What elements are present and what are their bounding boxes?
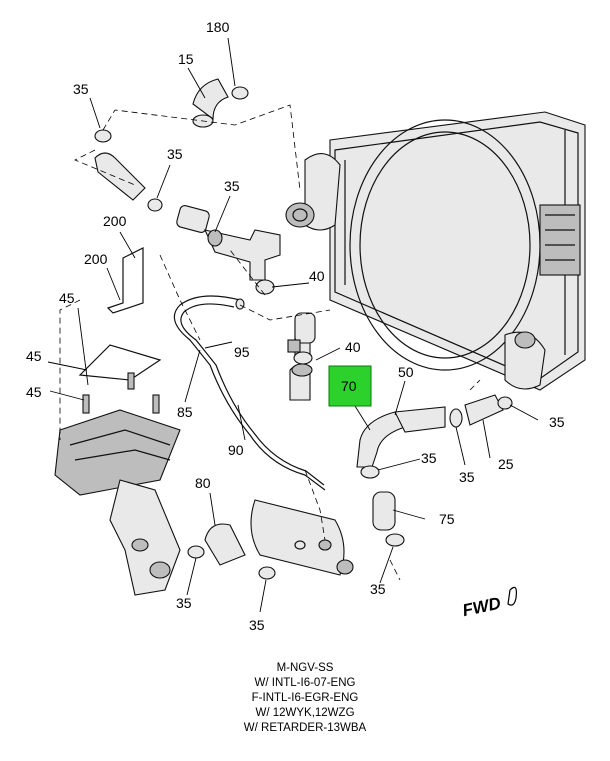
callouts: 180 15 35 35 35 200 200 40 45 45 45 95 4… <box>26 19 565 633</box>
callout-label: 85 <box>177 404 193 420</box>
fwd-label: FWD <box>461 594 503 621</box>
callout-label: 35 <box>459 469 475 485</box>
callout-label: 15 <box>178 51 194 67</box>
note-line: W/ 12WYK,12WZG <box>255 707 355 719</box>
callout-label: 200 <box>84 251 108 267</box>
engine-component <box>109 479 181 596</box>
callout-label: 40 <box>309 268 325 284</box>
callout-label: 95 <box>234 344 250 360</box>
callout-label: 40 <box>345 339 361 355</box>
callout-label: 75 <box>439 511 455 527</box>
fwd-arrow-icon <box>507 586 517 606</box>
callout-label: 35 <box>167 146 183 162</box>
callout-label: 35 <box>370 581 386 597</box>
callout-label: 35 <box>224 178 240 194</box>
highlight-box <box>328 365 372 407</box>
tank-assembly <box>187 499 354 580</box>
callout-label: 200 <box>103 213 127 229</box>
callout-label: 45 <box>26 384 42 400</box>
leader-lines <box>47 37 539 613</box>
bracket-assembly <box>54 247 181 496</box>
upper-hose-assembly <box>94 78 281 295</box>
callout-label: 45 <box>26 348 42 364</box>
callout-label: 35 <box>249 617 265 633</box>
callout-label: 25 <box>498 456 514 472</box>
coolant-tubes <box>173 295 326 491</box>
callout-label: 45 <box>59 290 75 306</box>
callout-label: 35 <box>421 450 437 466</box>
radiator-assembly <box>285 111 586 391</box>
applicability-notes: M-NGV-SS W/ INTL-I6-07-ENG F-INTL-I6-EGR… <box>205 661 405 736</box>
note-line: F-INTL-I6-EGR-ENG <box>251 692 359 704</box>
callout-label: 80 <box>195 475 211 491</box>
callout-label: 35 <box>549 414 565 430</box>
assembly-lines <box>59 104 481 581</box>
fwd-indicator: FWD <box>461 586 517 621</box>
callout-label: 35 <box>176 595 192 611</box>
lower-hose-assembly <box>356 394 513 547</box>
note-line: W/ RETARDER-13WBA <box>243 722 367 734</box>
callout-label: 180 <box>206 19 230 35</box>
callout-label: 70 <box>341 378 357 394</box>
callout-label: 90 <box>228 442 244 458</box>
callout-label: 50 <box>398 364 414 380</box>
note-line: M-NGV-SS <box>276 662 334 674</box>
note-line: W/ INTL-I6-07-ENG <box>254 677 356 689</box>
callout-label: 35 <box>73 81 89 97</box>
